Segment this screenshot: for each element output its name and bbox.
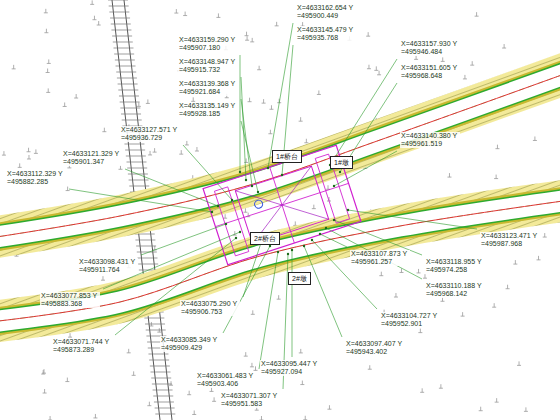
coordinate-label: X=4633097.407 Y=495943.402 xyxy=(345,340,405,356)
leader-line xyxy=(240,55,241,172)
survey-point xyxy=(303,245,305,247)
survey-point xyxy=(281,174,283,176)
tag-text: 1#墩 xyxy=(334,159,349,166)
coordinate-label: X=4633112.329 Y=495882.285 xyxy=(6,170,66,186)
survey-point xyxy=(333,219,335,221)
survey-point xyxy=(235,237,237,239)
coordinate-label: X=4633139.368 Y=495921.684 xyxy=(178,80,238,96)
survey-point xyxy=(339,171,341,173)
structure-tag: 2#墩 xyxy=(288,272,311,285)
leader-line xyxy=(320,234,347,247)
survey-point xyxy=(333,185,335,187)
coordinate-label: X=4633162.654 Y=495900.449 xyxy=(296,4,356,20)
leader-line xyxy=(241,77,246,180)
survey-point xyxy=(291,249,293,251)
leader-line xyxy=(348,210,477,229)
survey-point xyxy=(217,205,219,207)
bridge-structure xyxy=(203,145,361,264)
survey-point xyxy=(231,199,233,201)
survey-point xyxy=(267,167,269,169)
leader-line xyxy=(223,246,270,333)
leader-line xyxy=(330,59,397,165)
coordinate-label: X=4633145.479 Y=495935.768 xyxy=(296,26,356,42)
leader-line xyxy=(69,189,212,212)
coordinate-label: X=4633151.605 Y=495968.648 xyxy=(400,64,460,80)
survey-point xyxy=(257,191,259,193)
coordinate-label: X=4633077.853 Y=495883.368 xyxy=(40,292,100,308)
coordinate-label: X=4633104.727 Y=495952.901 xyxy=(380,312,440,328)
survey-point xyxy=(251,185,253,187)
coordinate-label: X=4633085.349 Y=495909.429 xyxy=(160,336,220,352)
roads xyxy=(0,72,560,322)
coordinate-label: X=4633110.188 Y=495968.142 xyxy=(425,282,485,298)
tag-text: 2#桥台 xyxy=(254,235,276,242)
survey-point xyxy=(277,251,279,253)
leader-line xyxy=(115,238,236,335)
coordinate-label: X=4633157.930 Y=495946.484 xyxy=(400,40,460,56)
survey-point xyxy=(325,227,327,229)
coordinate-label: X=4633140.380 Y=495961.519 xyxy=(400,132,460,148)
leader-line xyxy=(141,224,226,255)
leader-line xyxy=(326,228,422,279)
survey-point xyxy=(239,231,241,233)
coordinate-label: X=4633095.447 Y=495927.094 xyxy=(260,360,320,376)
survey-point xyxy=(319,233,321,235)
coordinate-label: X=4633075.290 Y=495906.753 xyxy=(180,300,240,316)
coordinate-label: X=4633159.290 Y=495907.180 xyxy=(178,36,238,52)
coordinate-label: X=4633135.149 Y=495928.185 xyxy=(178,102,238,118)
coordinate-label: X=4633121.329 Y=495901.347 xyxy=(62,150,122,166)
tag-text: 1#桥台 xyxy=(276,153,298,160)
leader-line xyxy=(259,252,278,369)
survey-point xyxy=(239,171,241,173)
coordinate-label: X=4633127.571 Y=495936.729 xyxy=(120,126,180,142)
coordinate-label: X=4633107.873 Y=495961.257 xyxy=(350,250,410,266)
leader-line xyxy=(183,145,232,200)
leader-line xyxy=(304,246,342,337)
leader-line xyxy=(243,240,262,297)
survey-point xyxy=(311,239,313,241)
structure-tag: 2#桥台 xyxy=(250,232,280,245)
survey-point xyxy=(225,223,227,225)
leader-line xyxy=(241,99,252,186)
survey-point xyxy=(347,209,349,211)
tag-text: 2#墩 xyxy=(292,275,307,282)
leader-line xyxy=(292,250,293,357)
structure-tag: 1#桥台 xyxy=(272,150,302,163)
survey-point xyxy=(269,245,271,247)
leader-line xyxy=(241,121,258,192)
survey-point xyxy=(245,179,247,181)
coordinate-label: X=4633071.744 Y=495873.289 xyxy=(52,338,112,354)
coordinate-label: X=4633118.955 Y=495974.258 xyxy=(425,258,485,274)
coordinate-label: X=4633148.947 Y=495915.732 xyxy=(178,58,238,74)
structure-tag: 1#墩 xyxy=(330,156,353,169)
coordinate-label: X=4633071.307 Y=495951.583 xyxy=(220,392,280,408)
coordinate-label: X=4633061.483 Y=495903.406 xyxy=(196,372,256,388)
coordinate-label: X=4633123.471 Y=495987.968 xyxy=(480,232,540,248)
survey-point xyxy=(287,253,289,255)
leader-line xyxy=(268,23,293,168)
survey-point xyxy=(211,211,213,213)
coordinate-label: X=4633098.431 Y=495911.764 xyxy=(78,258,138,274)
